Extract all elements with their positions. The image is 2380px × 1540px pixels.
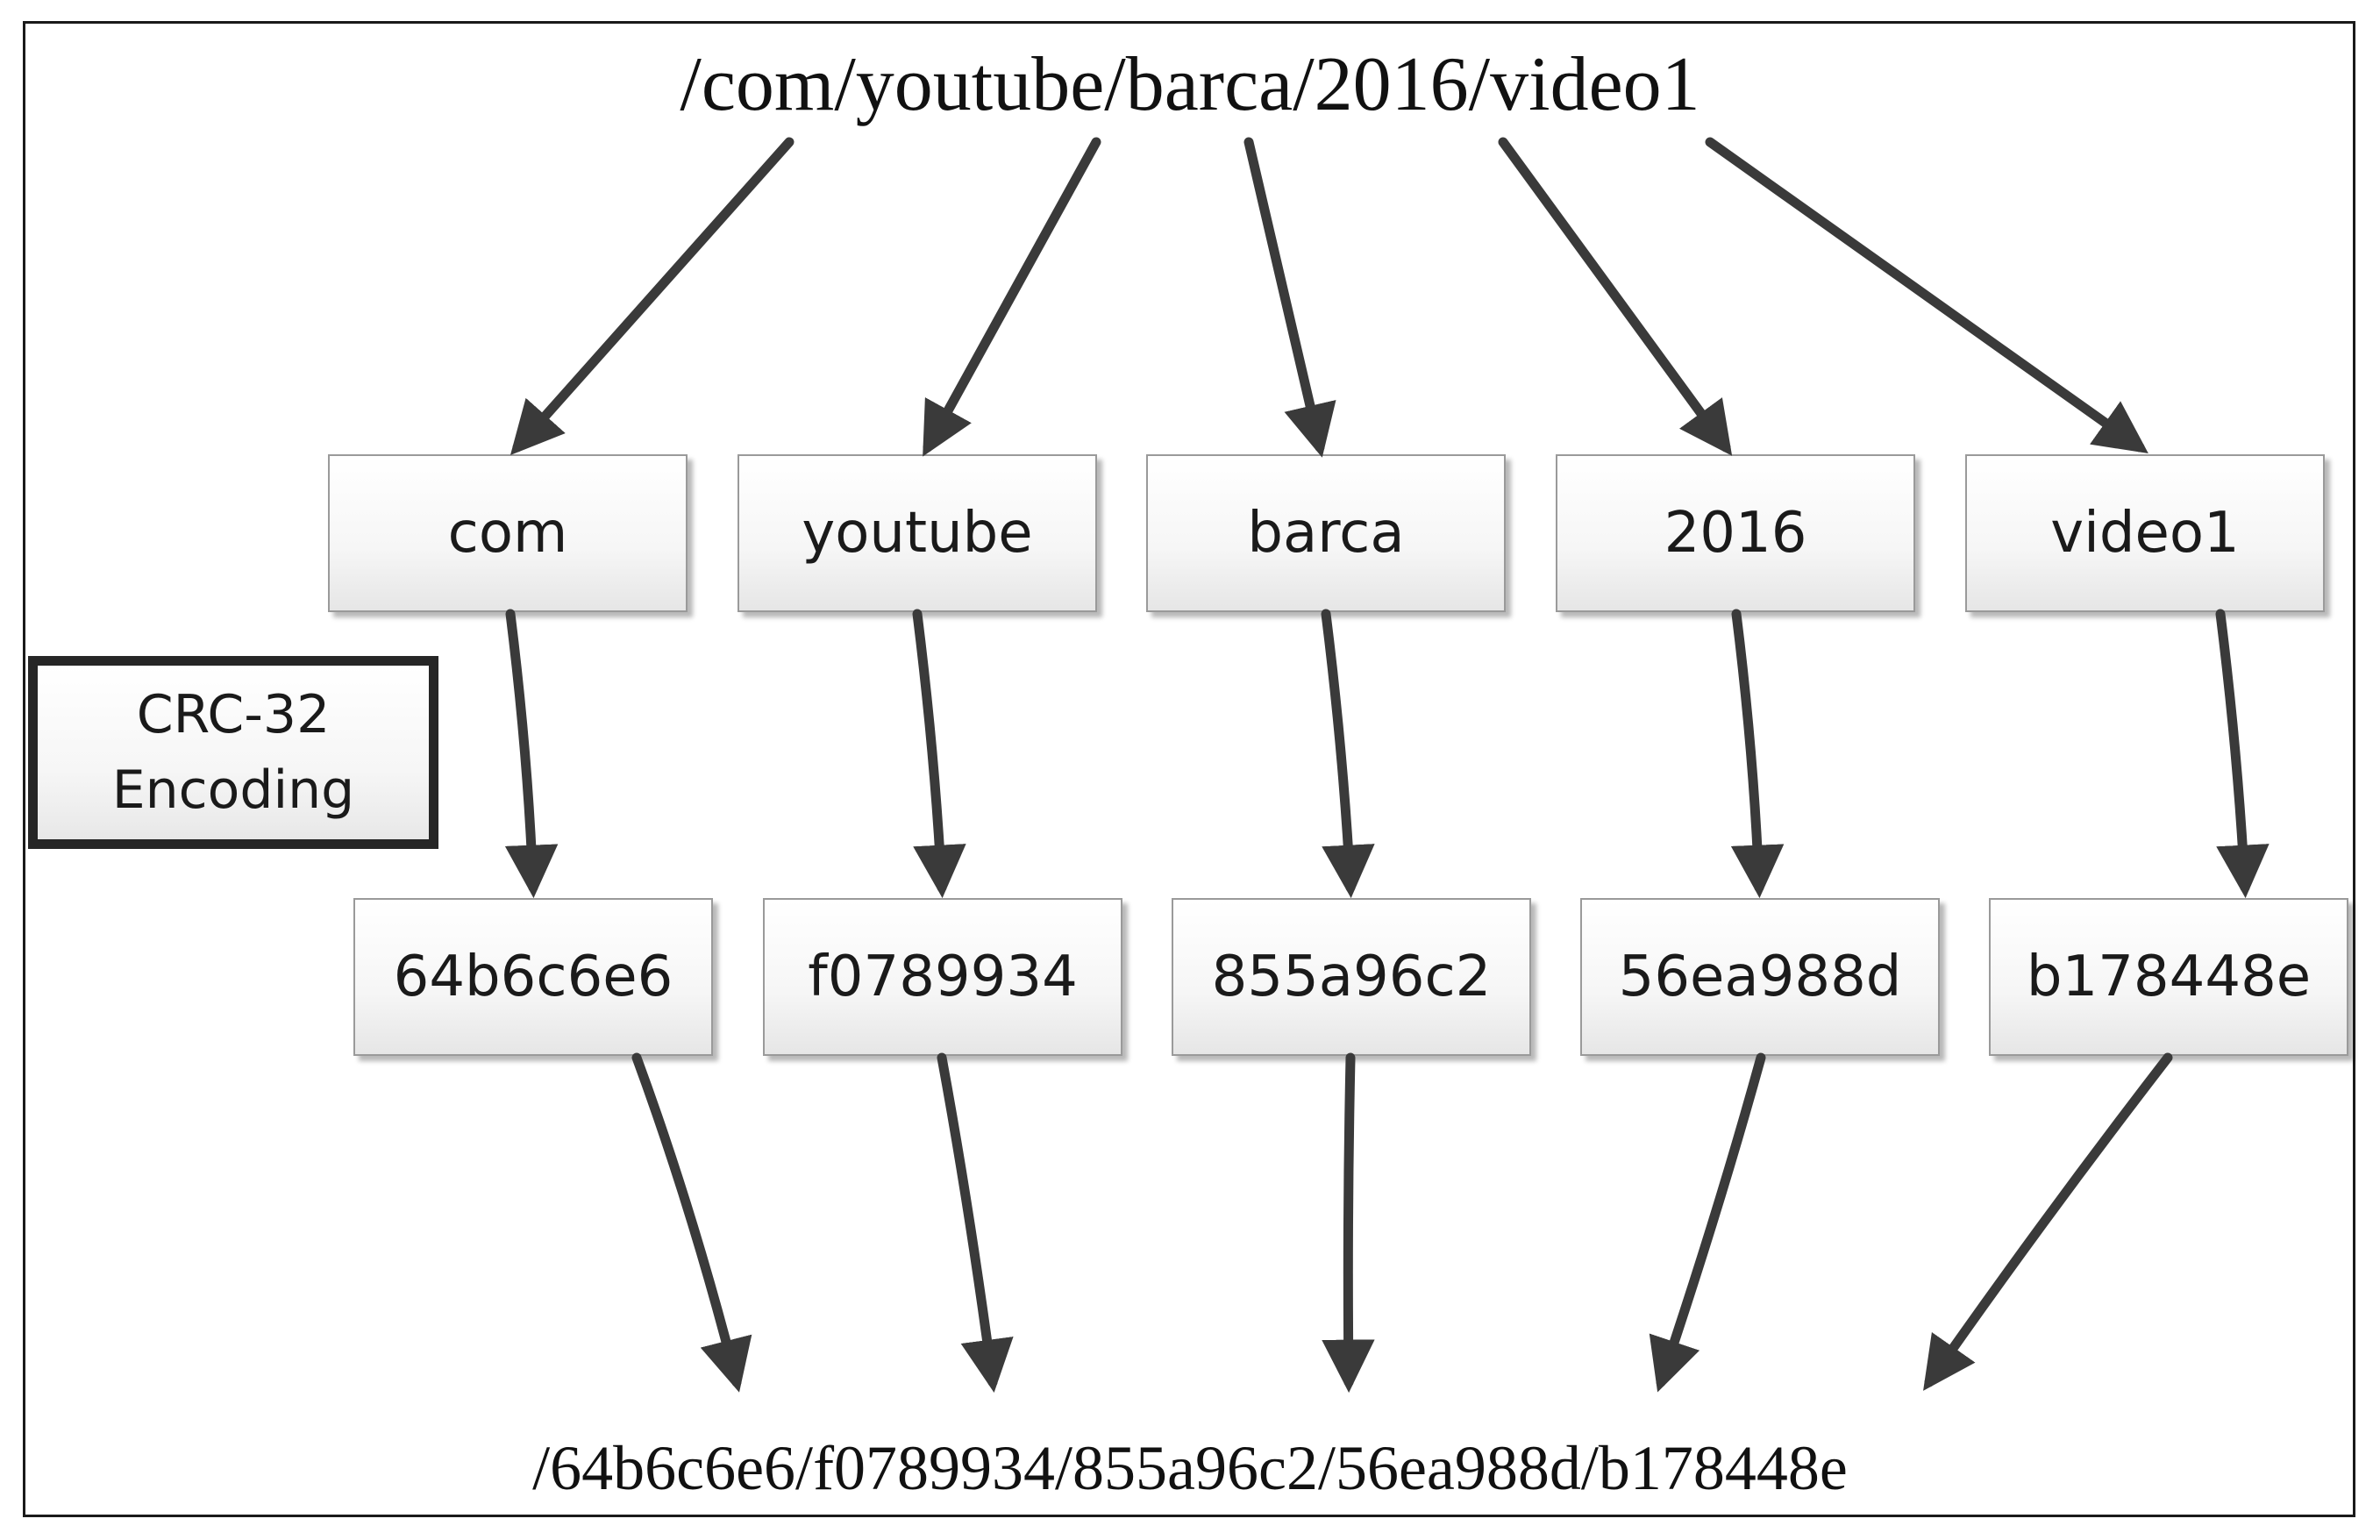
encoding-legend-line2: Encoding	[111, 759, 355, 821]
arrow-crc-barca	[1321, 609, 1375, 899]
arrow-hash-2016-to-encoded	[1649, 1052, 1766, 1393]
encoding-legend-line1: CRC-32	[136, 684, 331, 745]
hash-box-barca: 855a96c2	[1172, 898, 1531, 1056]
segment-box-2016: 2016	[1556, 454, 1915, 612]
arrow-path-to-video1	[1705, 137, 2148, 454]
arrow-crc-com	[504, 609, 559, 899]
arrow-crc-video1	[2215, 609, 2270, 899]
arrow-hash-barca-to-encoded	[1322, 1052, 1375, 1394]
arrow-hash-com-to-encoded	[631, 1052, 752, 1393]
segment-box-youtube: youtube	[738, 454, 1097, 612]
hash-box-com: 64b6c6e6	[353, 898, 713, 1056]
arrow-crc-youtube	[912, 609, 966, 899]
encoding-legend: CRC-32 Encoding	[28, 656, 438, 849]
encoded-path: /64b6c6e6/f0789934/855a96c2/56ea988d/b17…	[532, 1433, 1848, 1503]
hash-box-youtube: f0789934	[763, 898, 1122, 1056]
arrow-crc-2016	[1730, 609, 1785, 899]
arrow-path-to-youtube	[923, 137, 1101, 457]
arrow-hash-youtube-to-encoded	[937, 1052, 1014, 1393]
arrow-path-to-2016	[1498, 137, 1733, 456]
segment-box-barca: barca	[1146, 454, 1506, 612]
hash-box-2016: 56ea988d	[1580, 898, 1940, 1056]
segment-box-video1: video1	[1965, 454, 2325, 612]
source-path: /com/youtube/barca/2016/video1	[680, 42, 1700, 127]
arrow-path-to-com	[509, 137, 795, 456]
arrow-hash-video1-to-encoded	[1923, 1052, 2173, 1391]
arrow-path-to-barca	[1243, 137, 1336, 458]
